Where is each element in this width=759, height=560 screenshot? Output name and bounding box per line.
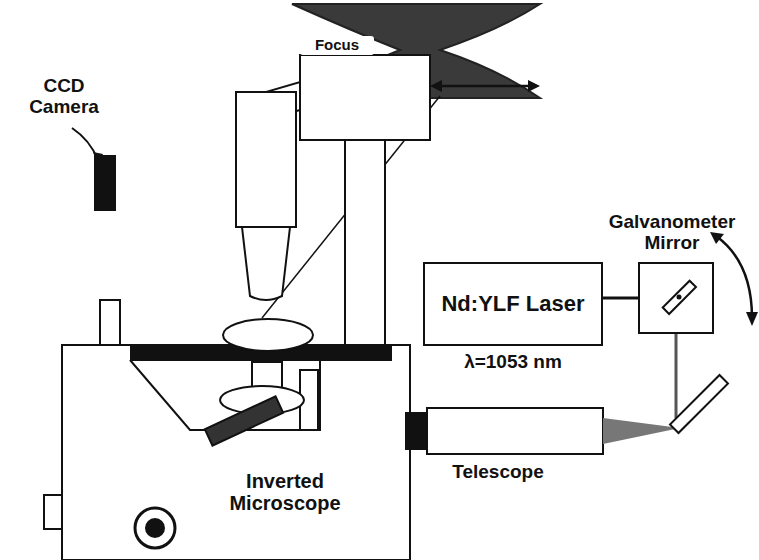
condenser-lens bbox=[242, 227, 290, 300]
arrow-head bbox=[93, 152, 103, 165]
telescope-label: Telescope bbox=[423, 462, 573, 483]
pillar bbox=[345, 110, 385, 346]
rotation-arrow bbox=[716, 236, 752, 318]
focus-knob bbox=[145, 518, 165, 538]
laser-box: Nd:YLF Laser bbox=[423, 262, 603, 346]
laser-name: Nd:YLF Laser bbox=[433, 288, 592, 320]
fold-mirror bbox=[670, 375, 728, 433]
knob bbox=[44, 495, 62, 529]
focus-label: Focus bbox=[300, 36, 374, 55]
arrow-head bbox=[746, 312, 758, 326]
camera-label: CCD Camera bbox=[14, 76, 114, 118]
double-arrow bbox=[440, 85, 535, 88]
galvo-name: Galvanometer Mirror bbox=[587, 212, 757, 254]
dichroic-mirror bbox=[205, 396, 283, 445]
wavelength-label: λ=1053 nm bbox=[423, 352, 603, 373]
laser-beam bbox=[675, 320, 678, 418]
microscope-label: Inverted Microscope bbox=[220, 470, 350, 514]
galvo-mirror bbox=[640, 264, 712, 332]
microscope-body bbox=[62, 345, 410, 560]
side-port bbox=[405, 412, 427, 450]
condenser bbox=[236, 92, 296, 227]
leader-line bbox=[72, 128, 98, 160]
camera-mount bbox=[100, 300, 120, 345]
arrow-head bbox=[528, 80, 540, 92]
arrow-head bbox=[710, 232, 724, 244]
focus-knob bbox=[135, 508, 175, 548]
galvo-box: Galvanometer Mirror bbox=[638, 262, 714, 334]
ccd-camera bbox=[94, 155, 116, 211]
arrow-head bbox=[430, 80, 442, 92]
laser-beam bbox=[603, 418, 680, 444]
beam-line bbox=[603, 297, 638, 300]
lamp-housing bbox=[300, 55, 430, 140]
telescope-tube bbox=[427, 408, 603, 454]
sample-dish bbox=[223, 319, 313, 351]
